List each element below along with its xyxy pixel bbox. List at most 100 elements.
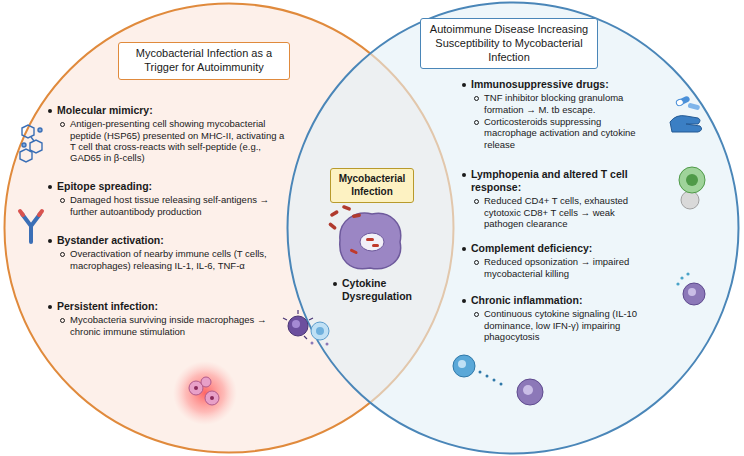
persistent-infection-icon-part: [194, 386, 198, 390]
bullet-group: Chronic inflammation:Continuous cytokine…: [462, 294, 650, 343]
bullet-item: Persistent infection:: [48, 300, 286, 313]
bullet-marker: [474, 260, 479, 265]
heading-box: Mycobacterial Infection as a Trigger for…: [118, 42, 290, 80]
bullet-heading: Lymphopenia and altered T cell response:: [471, 168, 650, 194]
bullet-marker: [462, 173, 466, 177]
box-text: Mycobacterial Infection as a Trigger for…: [125, 47, 283, 75]
bullet-group: Molecular mimicry:Antigen-presenting cel…: [48, 104, 286, 165]
inflammation-cells-icon-part: [458, 360, 466, 368]
bullet-text: Overactivation of nearby immune cells (T…: [70, 248, 286, 271]
box-text: Mycobacterial Infection: [335, 173, 409, 198]
inflammation-cells-icon-part: [453, 355, 475, 377]
persistent-infection-icon-part: [210, 396, 214, 400]
bystander-cells-icon-part: [326, 343, 329, 346]
molecule-icon-part: [30, 150, 31, 152]
bullet-heading: Persistent infection:: [57, 300, 286, 313]
bullet-group: Immunosuppressive drugs:TNF inhibitor bl…: [462, 78, 650, 151]
drugs-hand-icon-part: [670, 116, 702, 132]
bullet-group: Persistent infection:Mycobacteria surviv…: [48, 300, 286, 338]
inflammation-cells-icon-part: [517, 379, 543, 405]
inflammation-cells-icon-part: [500, 383, 503, 386]
bullet-group: Complement deficiency:Reduced opsonizati…: [462, 242, 650, 280]
infected-macrophage-icon-part: [360, 233, 384, 251]
bullet-heading: Immunosuppressive drugs:: [471, 78, 650, 91]
bullet-item: Damaged host tissue releasing self-antig…: [48, 194, 286, 217]
bullet-marker: [60, 198, 65, 203]
bullet-marker: [462, 247, 466, 251]
complement-icon-part: [683, 283, 705, 305]
bullet-text: Damaged host tissue releasing self-antig…: [70, 194, 286, 217]
infected-macrophage-icon-part: [350, 248, 359, 254]
bullet-marker: [48, 185, 52, 189]
bullet-marker: [48, 239, 52, 243]
overlap-label: Cytokine Dysregulation: [333, 277, 423, 303]
inflammation-cells-icon-part: [479, 371, 482, 374]
bystander-cells-icon-part: [316, 327, 324, 335]
infected-macrophage-icon-part: [366, 238, 374, 241]
circle-shape: [288, 3, 739, 454]
molecule-icon-part: [38, 128, 42, 132]
bullet-marker: [333, 282, 337, 286]
venn-circle: Molecular mimicry:Antigen-presenting cel…: [3, 2, 455, 454]
inflammation-cells-icon-part: [486, 375, 489, 378]
persistent-infection-icon-part: [173, 361, 237, 425]
bullet-item: Mycobacteria surviving inside macrophage…: [48, 314, 286, 337]
t-cell-icon-part: [679, 167, 705, 193]
complement-icon-part: [688, 288, 696, 296]
bullet-marker: [48, 109, 52, 113]
bullet-item: Continuous cytokine signaling (IL-10 dom…: [462, 308, 650, 342]
bullet-marker: [462, 83, 466, 87]
bullet-text: TNF inhibitor blocking granuloma formati…: [484, 92, 650, 115]
molecule-icon-part: [22, 143, 26, 147]
t-cell-icon-part: [681, 191, 699, 209]
bullet-marker: [60, 122, 65, 127]
bullet-marker: [48, 305, 52, 309]
bystander-cells-icon-part: [311, 322, 329, 340]
bullet-group: Bystander activation:Overactivation of n…: [48, 234, 286, 272]
bullet-heading: Complement deficiency:: [471, 242, 650, 255]
bullet-group: Lymphopenia and altered T cell response:…: [462, 168, 650, 230]
complement-icon-part: [680, 276, 683, 279]
bullet-item: Reduced opsonization → impaired mycobact…: [462, 256, 650, 279]
bullet-marker: [462, 299, 466, 303]
bullet-item: Reduced CD4+ T cells, exhausted cytotoxi…: [462, 195, 650, 229]
bullet-marker: [474, 96, 479, 101]
venn-circle: Immunosuppressive drugs:TNF inhibitor bl…: [286, 1, 740, 455]
t-cell-icon-part: [686, 174, 698, 186]
infected-macrophage-icon-part: [340, 213, 401, 269]
bullet-item: Bystander activation:: [48, 234, 286, 247]
bullet-group: Epitope spreading:Damaged host tissue re…: [48, 180, 286, 218]
bullet-item: Immunosuppressive drugs:: [462, 78, 650, 91]
bullet-item: Chronic inflammation:: [462, 294, 650, 307]
bullet-text: Corticosteroids suppressing macrophage a…: [484, 116, 650, 150]
bullet-heading: Chronic inflammation:: [471, 294, 650, 307]
inflammation-cells-icon-part: [523, 385, 533, 395]
bullet-item: Antigen-presenting cell showing mycobact…: [48, 118, 286, 164]
box-text: Autoimmune Disease Increasing Susceptibi…: [427, 23, 591, 64]
bystander-cells-icon-part: [292, 320, 300, 328]
complement-icon-part: [686, 272, 689, 275]
bullet-marker: [474, 120, 479, 125]
bullet-item: Overactivation of nearby immune cells (T…: [48, 248, 286, 271]
bullet-item: Molecular mimicry:: [48, 104, 286, 117]
bullet-item: Epitope spreading:: [48, 180, 286, 193]
bullet-text: Reduced CD4+ T cells, exhausted cytotoxi…: [484, 195, 650, 229]
inflammation-cells-icon-part: [493, 379, 496, 382]
bullet-heading: Epitope spreading:: [57, 180, 286, 193]
bystander-cells-icon-part: [288, 316, 308, 336]
bullet-marker: [474, 312, 479, 317]
bullet-marker: [60, 252, 65, 257]
bullet-item: TNF inhibitor blocking granuloma formati…: [462, 92, 650, 115]
heading-box: Autoimmune Disease Increasing Susceptibi…: [420, 18, 598, 69]
infected-macrophage-icon-part: [372, 244, 379, 247]
persistent-infection-icon-part: [201, 377, 211, 387]
center-box: Mycobacterial Infection: [330, 168, 414, 203]
bullet-marker: [60, 318, 65, 323]
bullet-item: Corticosteroids suppressing macrophage a…: [462, 116, 650, 150]
bullet-item: Lymphopenia and altered T cell response:: [462, 168, 650, 194]
bullet-text: Mycobacteria surviving inside macrophage…: [70, 314, 286, 337]
bullet-text: Antigen-presenting cell showing mycobact…: [70, 118, 286, 164]
bullet-item: Complement deficiency:: [462, 242, 650, 255]
label-text: Cytokine Dysregulation: [342, 277, 423, 303]
